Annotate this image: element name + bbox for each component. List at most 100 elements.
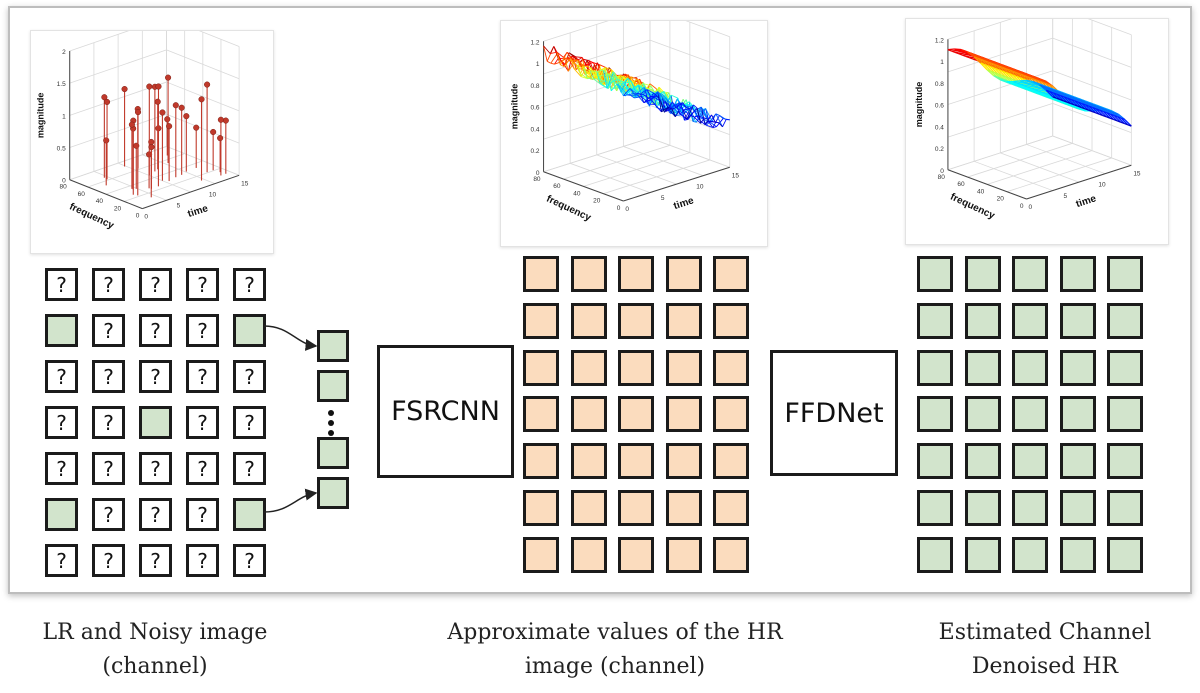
surface-mesh-line [693,104,698,109]
caption-line: (channel) [102,654,208,679]
surface-mesh-line [571,55,579,61]
surface-mesh-line [1070,102,1075,106]
axis-line [543,171,624,202]
surface-mesh-line [1052,96,1057,99]
approx-cell [665,396,702,433]
surface-mesh-line [1120,121,1125,125]
time-tick-label: 10 [696,184,704,191]
surface-mesh-line [701,108,706,112]
surface-mesh-line [636,94,645,104]
surface-mesh-line [1123,122,1128,126]
estimated-cell [1107,396,1143,433]
surface-mesh-line [712,126,717,128]
surface-mesh-line [708,120,716,123]
surface-mesh-line [673,107,681,115]
stem-marker [198,96,205,103]
approx-cell [570,256,607,292]
surface-mesh-line [670,94,678,99]
estimated-cell [1012,490,1048,526]
grid-line [1087,19,1132,36]
unknown-cell: ? [139,498,172,531]
unknown-cell: ? [186,314,219,347]
time-tick-label: 15 [732,172,740,179]
stem-marker [154,98,161,105]
frequency-tick-label: 60 [957,181,965,188]
unknown-cell: ? [92,544,125,577]
surface-mesh-line [647,96,655,102]
surface-mesh-line [570,58,575,70]
surface-mesh-line [653,96,662,102]
surface-mesh-line [634,79,639,82]
unknown-cell: ? [233,544,266,577]
axis-line [1026,164,1132,200]
surface-mesh-line [1081,106,1086,110]
caption-line: LR and Noisy image [42,620,268,645]
surface-mesh-line [705,108,713,122]
surface-mesh-line [617,78,625,83]
time-tick-label: 0 [144,214,148,221]
surface-mesh-line [624,74,629,79]
unknown-cell: ? [139,268,172,301]
stem-marker [204,81,211,88]
surface-mesh-line [649,92,654,100]
approx-cell [618,443,654,480]
z-tick-label: 0.6 [935,103,944,110]
surface-mesh-line [637,86,645,93]
stem-marker [172,102,179,109]
surface-mesh-line [690,114,695,118]
stem-marker [146,83,153,90]
magnitude-axis-label: magnitude [36,93,46,139]
surface-mesh-line [689,104,694,110]
unknown-cell: ? [186,544,219,577]
stem-marker [101,94,108,101]
approx-cell [665,443,702,480]
approx-cell [570,302,607,339]
caption-lr-noisy: LR and Noisy image (channel) [10,616,300,684]
surface-mesh-line [610,75,616,91]
pilot-cell [317,437,349,469]
approx-cell [665,302,702,339]
surface-mesh-line [626,93,634,96]
unknown-cell: ? [92,452,125,485]
surface-mesh-line [696,107,702,124]
z-tick-label: 1 [62,113,66,120]
z-tick-label: 0 [62,178,66,185]
surface-mesh-line [583,65,589,79]
surface-mesh-line [580,70,586,77]
pilot-cell [317,370,349,402]
surface-mesh-line [993,75,1001,81]
unknown-cell: ? [139,360,172,393]
approx-cell [713,349,749,386]
surface-mesh-line [1088,109,1093,113]
surface-mesh-line [611,69,619,79]
stem-marker [183,113,190,120]
grid-line [967,142,1073,178]
stem-marker [103,98,111,106]
stem-marker [166,123,173,130]
surface-mesh-line [616,83,624,96]
surface-mesh-line [665,98,674,107]
approx-cell [570,536,607,573]
unknown-cell: ? [45,452,78,485]
surface-mesh-line [600,80,605,85]
surface-mesh-line [707,114,712,120]
surface-mesh-line [994,68,1002,76]
frequency-tick-label: 60 [78,191,86,198]
surface-mesh-line [649,83,657,90]
z-tick-label: 0.8 [935,81,944,88]
time-tick-label: 5 [177,203,181,210]
frequency-tick-label: 20 [997,196,1005,203]
unknown-cell: ? [186,268,219,301]
surface-mesh-line [556,51,564,58]
frequency-tick-label: 20 [114,205,122,212]
stem-marker [128,121,135,128]
surface-mesh-line [1032,81,1040,86]
surface-mesh-line [704,117,709,120]
surface-mesh-line [550,62,555,65]
surface-mesh-line [711,114,716,123]
frequency-tick-label: 40 [573,190,581,197]
estimated-cell [917,443,953,480]
grid-line [166,81,240,112]
surface-mesh-line [580,65,585,75]
